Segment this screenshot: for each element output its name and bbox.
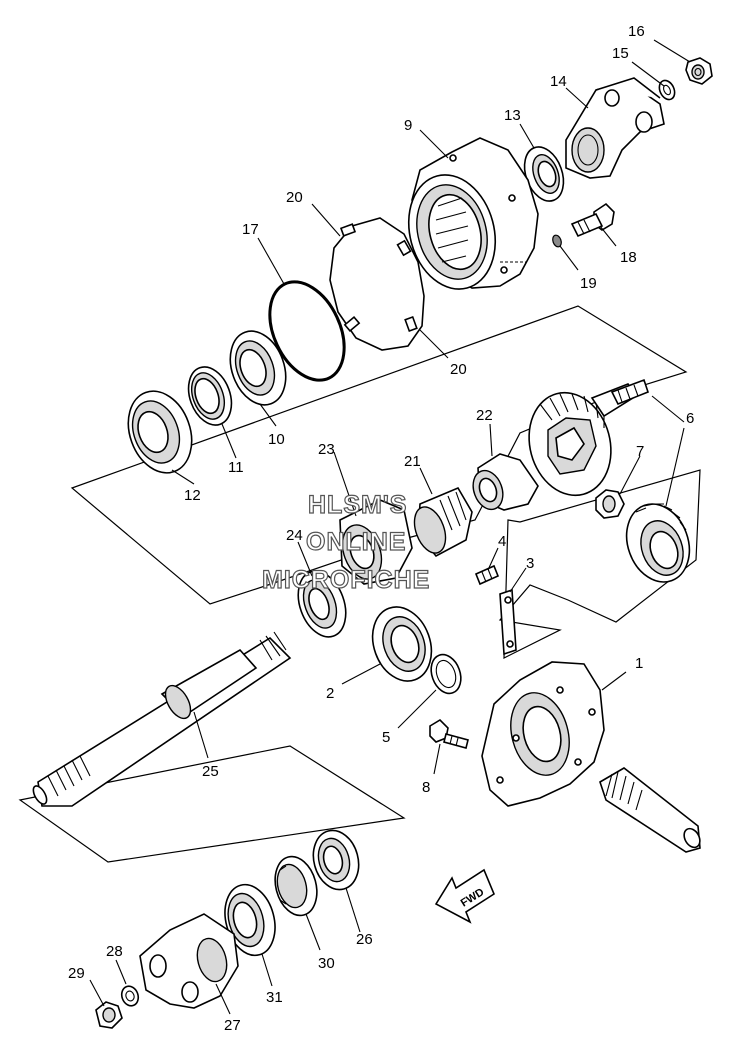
callout-27: 27 [224,1017,241,1034]
part-5-shim [430,653,462,695]
assembly-frames [18,305,701,863]
part-27-yoke [139,913,239,1009]
callout-7: 7 [636,443,644,460]
callout-11: 11 [228,459,244,476]
part-24-bearing [297,570,347,638]
part-11-needle-bearing [187,366,233,426]
callout-19: 19 [580,275,597,292]
watermark: HLSM'S ONLINE MICROFICHE [261,490,430,594]
part-14-yoke [565,77,665,179]
callout-3: 3 [526,555,534,572]
callout-2: 2 [326,685,334,702]
part-9-housing [407,137,539,290]
part-18-bolt [570,202,615,238]
callout-31: 31 [266,989,283,1006]
watermark-line-1: HLSM'S [308,491,407,519]
part-26-bearing [312,829,360,891]
part-31-oil-seal [224,883,276,957]
callout-24: 24 [286,527,303,544]
part-4-bolt [474,564,500,586]
leader-lines [89,39,691,1015]
callout-numbers: 1 2 3 4 5 6 7 8 9 10 11 12 13 14 15 16 1… [68,23,694,1034]
callout-20-top: 20 [286,189,303,206]
callout-26: 26 [356,931,373,948]
callout-30: 30 [318,955,335,972]
part-28-washer [120,985,140,1007]
callout-14: 14 [550,73,567,90]
part-output-shaft [599,767,701,853]
part-17-o-ring [268,280,346,382]
callout-22: 22 [476,407,493,424]
upper-assembly-frame [70,305,688,605]
part-29-nut [95,1001,123,1029]
part-21-splined-sleeve [413,486,473,558]
callout-15: 15 [612,45,629,62]
part-25-drive-shaft [32,631,292,807]
part-7-nut [595,489,625,519]
callout-5: 5 [382,729,390,746]
lower-assembly-frame [18,745,406,863]
callout-25: 25 [202,763,219,780]
part-1-housing-cover [481,661,605,807]
part-13-bearing [523,146,565,202]
part-10-bearing [229,330,287,406]
callout-13: 13 [504,107,521,124]
watermark-line-3: MICROFICHE [262,566,430,594]
callout-21: 21 [404,453,421,470]
callout-28: 28 [106,943,123,960]
part-6-gear-set [528,378,649,497]
callout-8: 8 [422,779,430,796]
callout-17: 17 [242,221,259,238]
callout-23: 23 [318,441,335,458]
callout-10: 10 [268,431,285,448]
callout-20-bottom: 20 [450,361,467,378]
part-20-shim [329,217,425,351]
callout-18: 18 [620,249,637,266]
callout-9: 9 [404,117,412,134]
middle-assembly-frame [498,469,701,659]
part-30-collar [274,855,318,917]
part-12-bearing [127,390,193,474]
part-6-pinion-gear [625,503,691,583]
part-3-plate [499,588,517,656]
callout-12: 12 [184,487,201,504]
watermark-line-2: ONLINE [306,528,406,556]
part-19-washer [552,234,562,248]
part-16-nut [685,57,713,85]
part-22-collar [472,453,539,511]
part-2-bearing [371,606,433,682]
callout-6: 6 [686,410,694,427]
part-8-bolt [429,718,469,749]
callout-16: 16 [628,23,645,40]
fwd-arrow-icon: FWD [434,868,495,924]
part-23-gear [339,499,413,585]
callout-1: 1 [635,655,643,672]
callout-29: 29 [68,965,85,982]
callout-4: 4 [498,533,506,550]
